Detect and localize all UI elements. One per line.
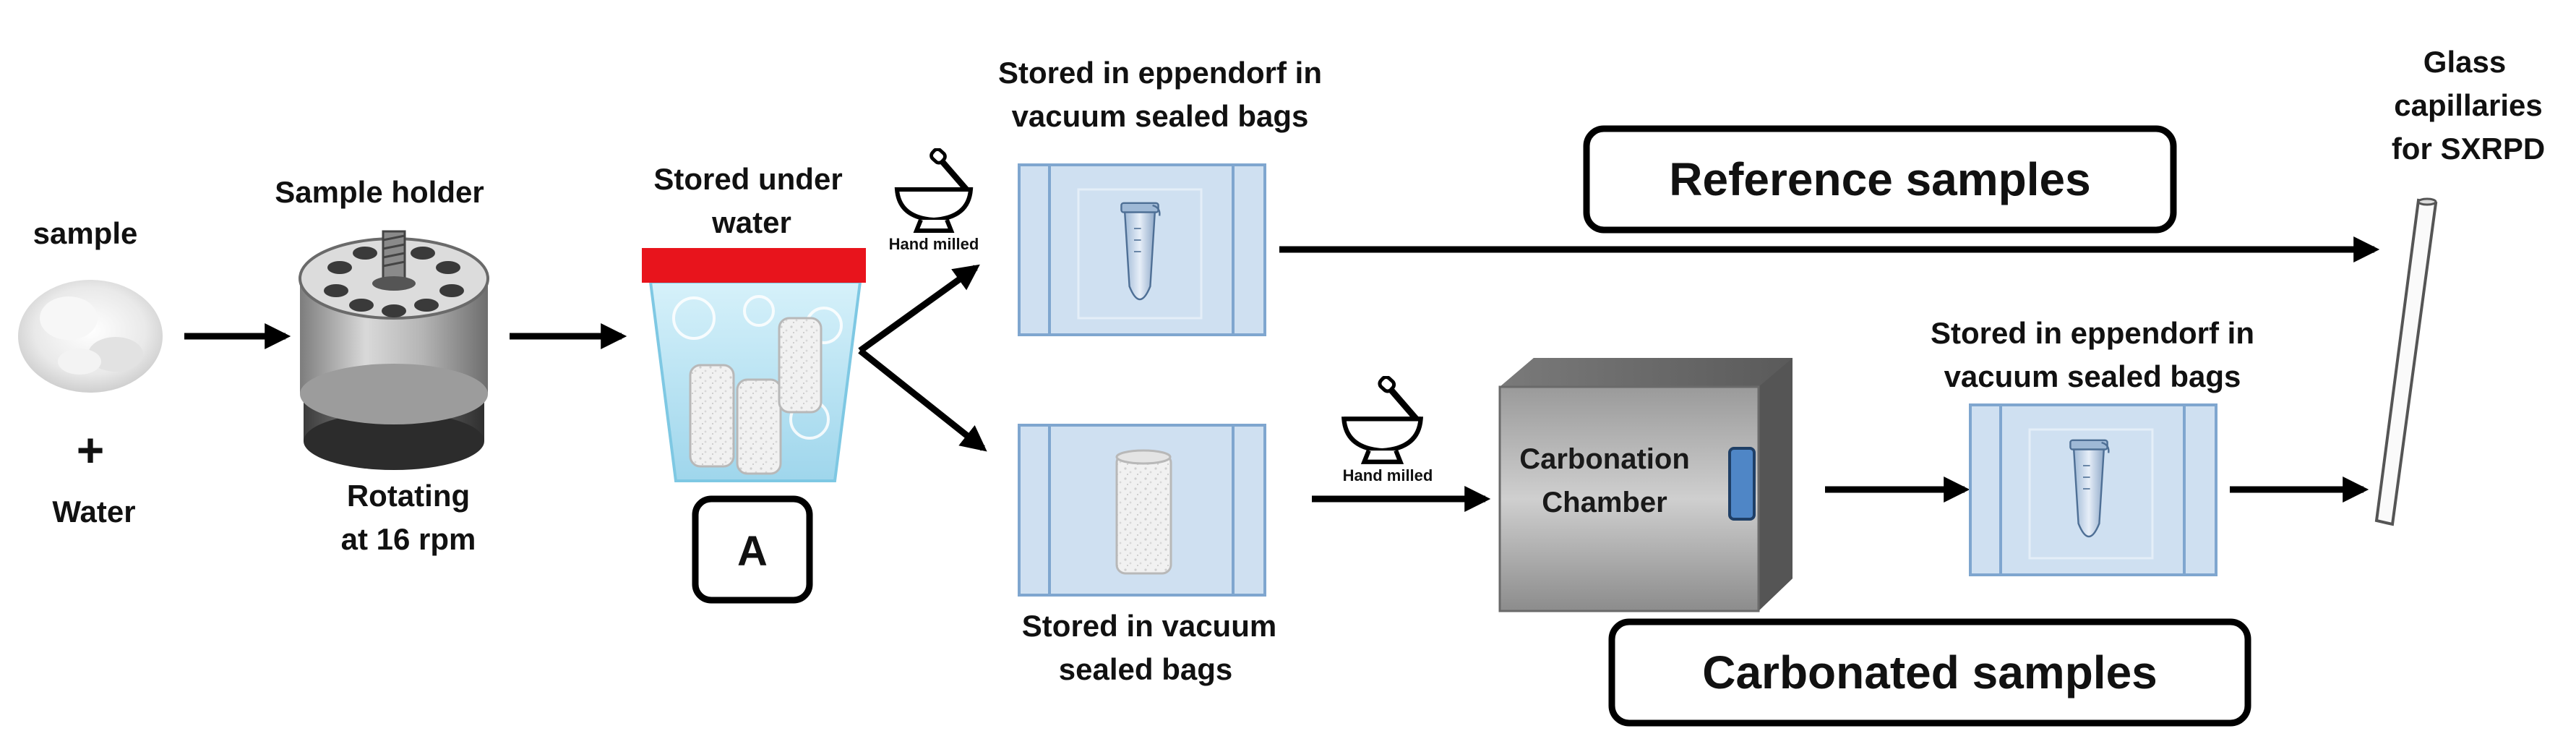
arrow-split-lower: [858, 348, 987, 452]
arrow-split-upper: [858, 264, 980, 354]
bottom-bag-caption-line1: Stored in vacuum: [1022, 609, 1276, 643]
mortar-pestle-icon: [1344, 375, 1420, 462]
capillary-label-line2: capillaries: [2394, 88, 2542, 122]
holder-caption-line1: Rotating: [347, 479, 470, 513]
glass-capillary-icon: [2374, 197, 2438, 526]
powder-icon: [18, 280, 163, 393]
top-bag-title-line2: vacuum sealed bags: [1012, 99, 1309, 133]
reference-samples-label: Reference samples: [1669, 153, 2090, 205]
bottom-bag-group: Stored in vacuum sealed bags: [1018, 424, 1276, 686]
right-bag-title-line2: vacuum sealed bags: [1944, 359, 2241, 393]
capillary-label-line1: Glass: [2423, 45, 2506, 79]
top-bag-title-line1: Stored in eppendorf in: [998, 56, 1322, 90]
top-bag-group: Stored in eppendorf in vacuum sealed bag…: [889, 56, 1322, 336]
mill-label-mid: Hand milled: [1343, 466, 1433, 484]
mill-label-top: Hand milled: [889, 235, 979, 253]
water-title-line1: Stored under: [653, 162, 842, 196]
holder-caption-line2: at 16 rpm: [341, 522, 476, 556]
sample-label: sample: [33, 216, 138, 250]
sample-group: sample + Water: [18, 216, 163, 529]
chamber-label-line2: Chamber: [1542, 487, 1667, 518]
water-title-line2: water: [711, 205, 791, 239]
carbonated-samples-label: Carbonated samples: [1702, 646, 2158, 698]
bottom-bag-caption-line2: sealed bags: [1059, 652, 1232, 686]
water-storage: Stored under water A: [642, 162, 866, 604]
chamber-button-icon: [1728, 447, 1756, 521]
chamber-label-line1: Carbonation: [1519, 443, 1690, 475]
capillary-label-line3: for SXRPD: [2392, 132, 2545, 166]
water-beaker-lid: [642, 248, 866, 283]
sample-holder-icon: [299, 230, 489, 470]
right-bag-group: Stored in eppendorf in vacuum sealed bag…: [1931, 316, 2254, 576]
badge-a-box: [692, 495, 813, 604]
capillary-group: Glass capillaries for SXRPD: [2374, 45, 2545, 526]
holder-title: Sample holder: [275, 175, 484, 209]
badge-a-label: A: [737, 528, 768, 575]
right-bag-title-line1: Stored in eppendorf in: [1931, 316, 2254, 350]
carbonation-chamber: Carbonation Chamber: [1498, 358, 1793, 612]
sample-holder: Sample holder: [275, 175, 489, 556]
sample-cylinder-icon: [1115, 449, 1172, 575]
water-beaker-icon: [648, 281, 862, 482]
mortar-pestle-icon: [897, 148, 971, 231]
reference-samples-box: [1583, 125, 2177, 234]
water-label: Water: [52, 495, 135, 529]
plus-sign: +: [77, 423, 105, 477]
carbonated-samples-box: [1608, 618, 2251, 727]
